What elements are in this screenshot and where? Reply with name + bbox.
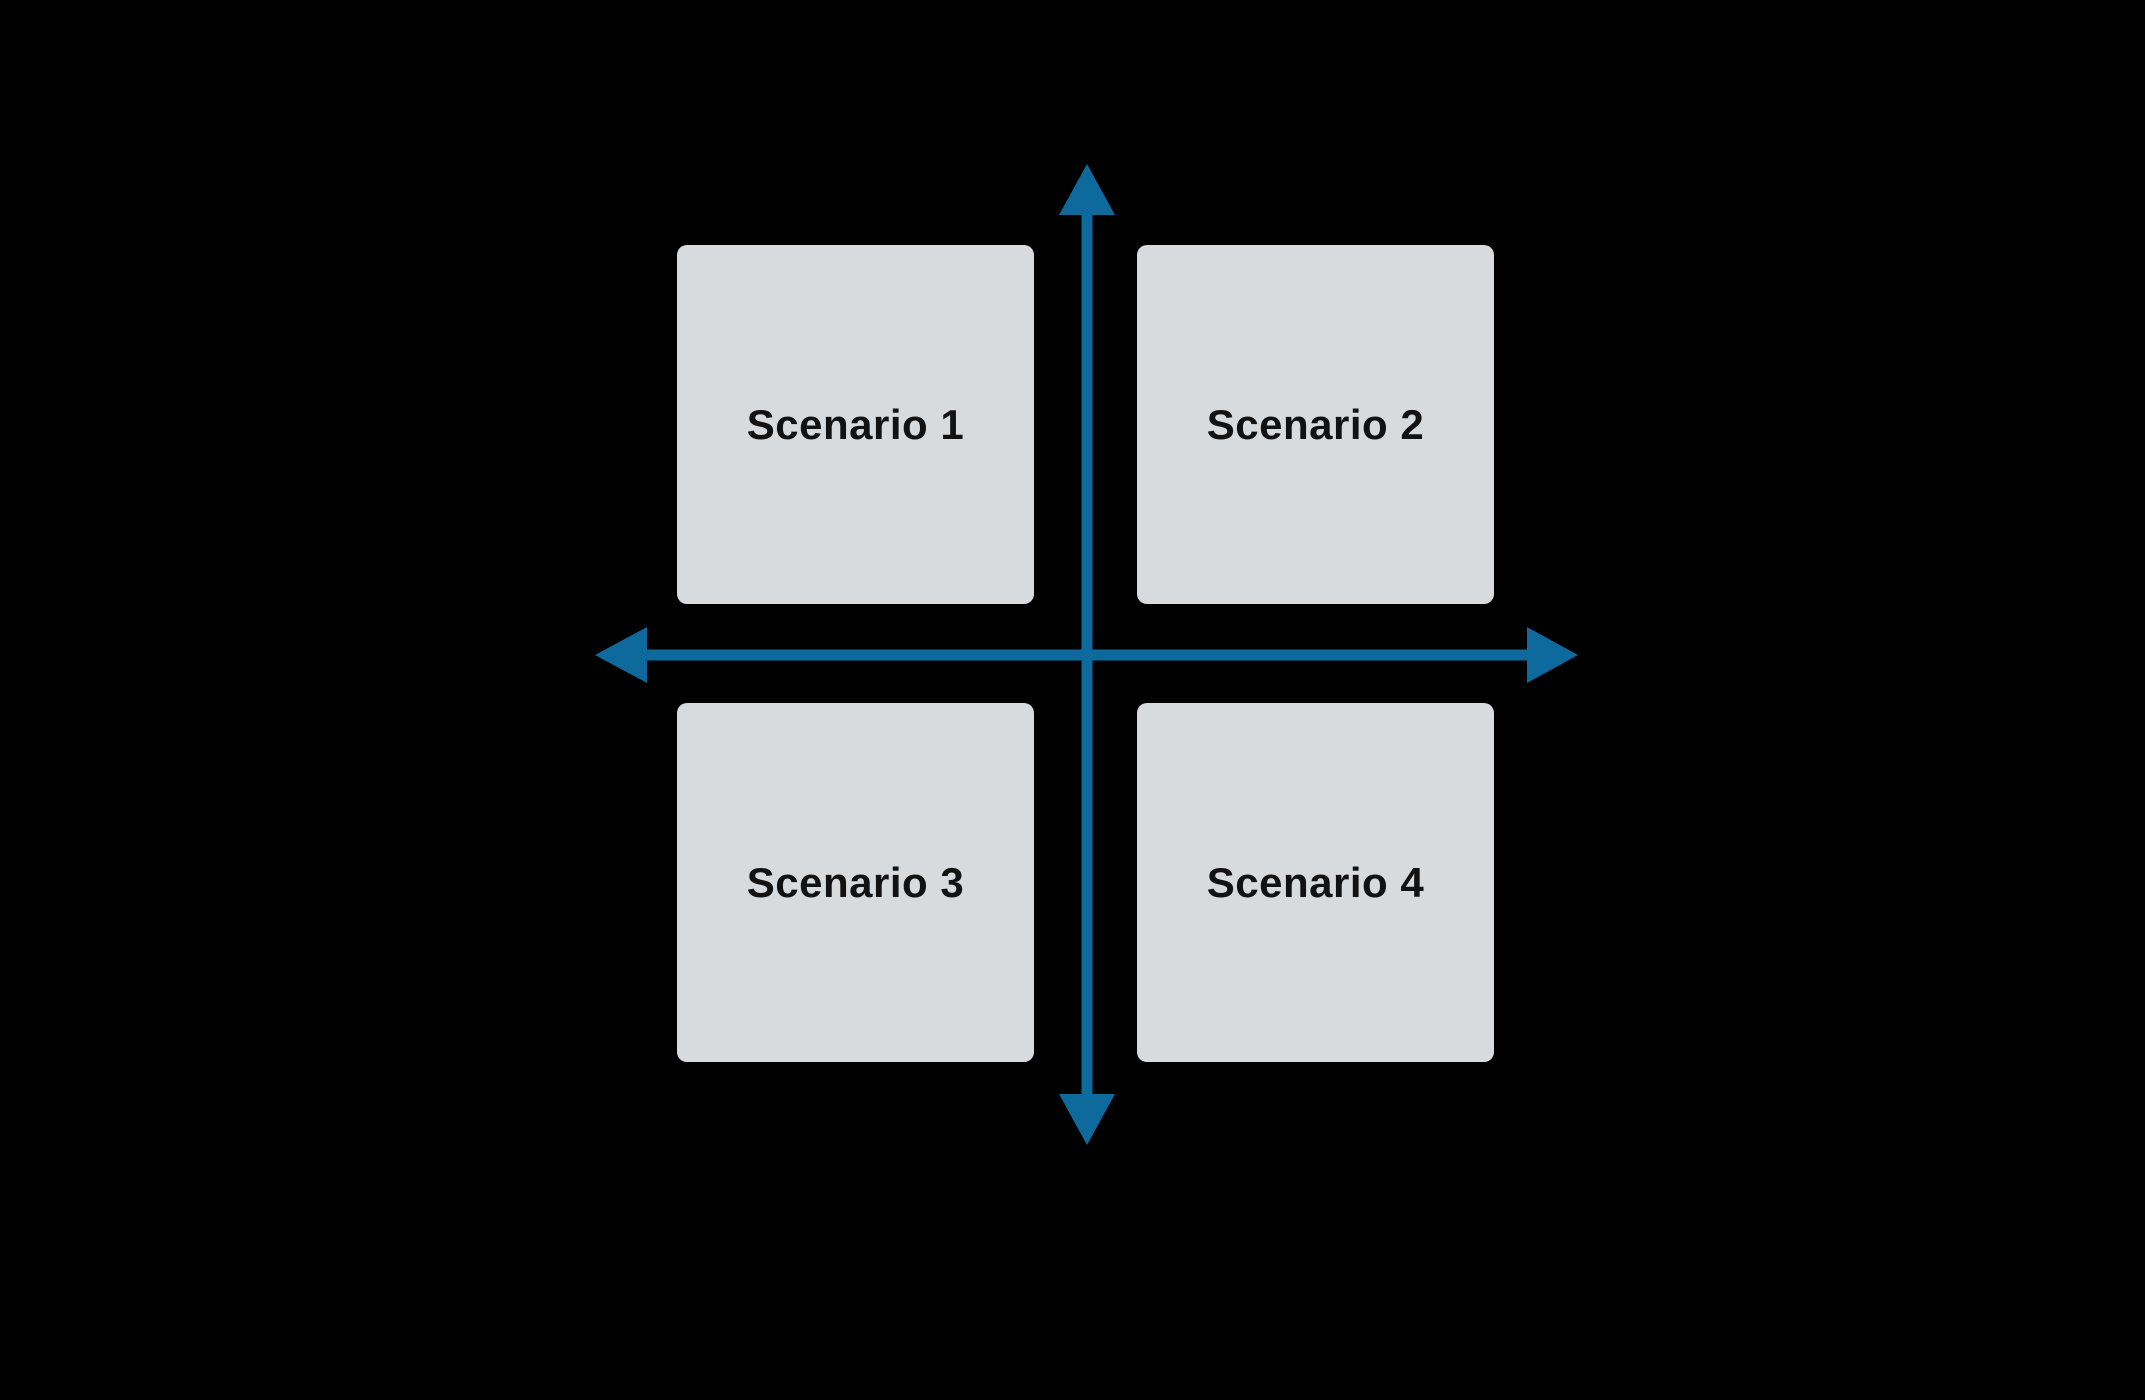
quadrant-label: Scenario 4 — [1206, 858, 1425, 906]
quadrant-card-scenario-3: Scenario 3 — [677, 703, 1034, 1062]
quadrant-label: Scenario 2 — [1206, 400, 1425, 448]
arrowhead-down-icon — [1059, 1094, 1115, 1145]
arrowhead-right-icon — [1527, 627, 1578, 683]
quadrant-label: Scenario 1 — [746, 400, 965, 448]
quadrant-card-scenario-1: Scenario 1 — [677, 245, 1034, 604]
quadrant-card-scenario-4: Scenario 4 — [1137, 703, 1494, 1062]
arrowhead-left-icon — [595, 627, 647, 683]
horizontal-axis-arrow — [595, 627, 1578, 683]
quadrant-card-scenario-2: Scenario 2 — [1137, 245, 1494, 604]
arrowhead-up-icon — [1059, 164, 1115, 215]
quadrant-label: Scenario 3 — [746, 858, 965, 906]
horizontal-axis-line — [643, 649, 1531, 661]
